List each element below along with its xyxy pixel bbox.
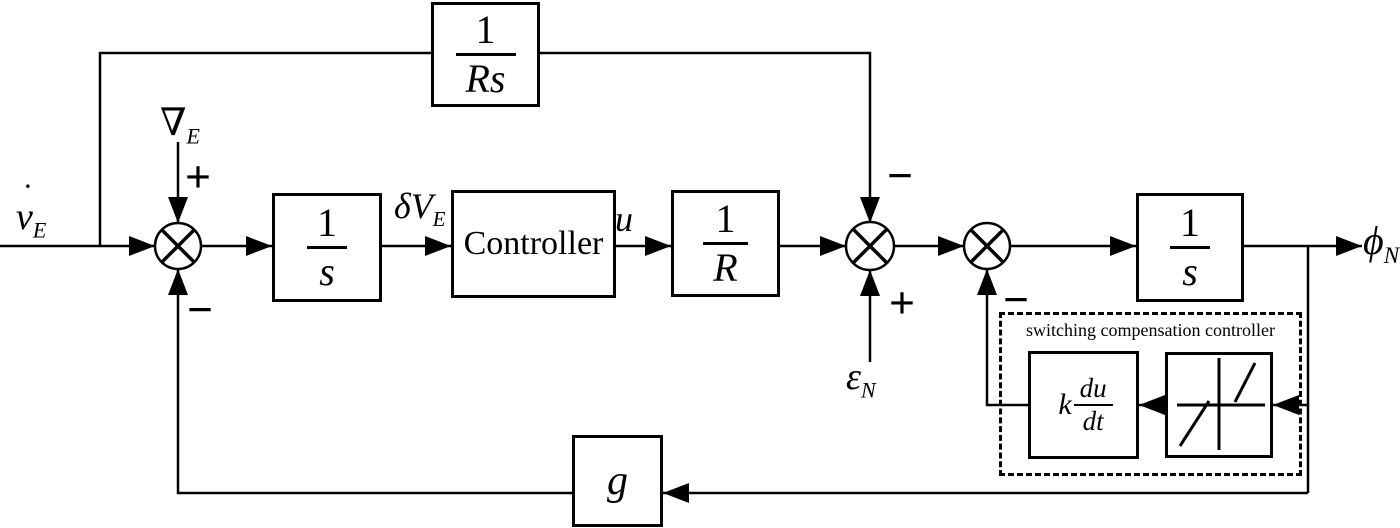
fraction-bar <box>307 246 347 249</box>
fraction-bar <box>703 242 748 245</box>
gain-g-block: g <box>572 435 663 527</box>
rs-feedback-line <box>540 51 880 223</box>
derivative-gain-block: k du dt <box>1028 351 1139 459</box>
delta-v-signal-label: δVE <box>394 186 446 232</box>
fraction-bar <box>1073 404 1113 406</box>
plus-sign-epsilon: + <box>888 277 916 328</box>
gain-1-over-R-block: 1 R <box>671 190 780 297</box>
control-signal-label: u <box>615 199 633 239</box>
fraction-1-over-R: 1 R <box>703 199 748 288</box>
dead-zone-block <box>1165 352 1273 458</box>
compensation-output-line <box>977 269 1028 407</box>
fraction-bar <box>1170 246 1210 249</box>
controller-label: Controller <box>463 225 604 262</box>
gain-g-label: g <box>607 458 628 504</box>
plus-sign-disturbance: + <box>184 151 212 202</box>
disturbance-signal-label: ∇E <box>160 102 201 149</box>
dead-zone-nonlinearity-icon <box>1177 358 1265 450</box>
feedback-1-over-Rs-block: 1 Rs <box>431 2 540 107</box>
junction-1-cross-icon <box>160 228 196 264</box>
overdot-accent: ˙ <box>22 178 34 216</box>
output-signal-label: ϕN <box>1363 218 1400 269</box>
minus-sign-rs-feedback: − <box>886 150 914 201</box>
output-integrator-block: 1 s <box>1136 193 1244 302</box>
k-du-dt-expression: k du dt <box>1058 375 1113 435</box>
input-signal-label: v˙E <box>16 178 47 243</box>
epsilon-signal-label: εN <box>846 356 876 403</box>
minus-sign-input-feedback: − <box>186 284 214 335</box>
fraction-bar <box>455 53 516 56</box>
input-branch-to-rs <box>98 51 431 246</box>
g-output-line <box>168 269 572 495</box>
input-integrator-block: 1 s <box>272 193 382 302</box>
switching-compensation-box <box>999 312 1302 476</box>
fraction-1-over-s: 1 s <box>307 203 347 292</box>
junction-3-cross-icon <box>969 228 1005 264</box>
controller-block: Controller <box>451 190 616 298</box>
minus-sign-compensation: − <box>1002 274 1030 325</box>
fraction-1-over-s: 1 s <box>1170 203 1210 292</box>
switching-compensation-title: switching compensation controller <box>1026 320 1275 340</box>
junction-2-cross-icon <box>851 227 889 265</box>
fraction-1-over-Rs: 1 Rs <box>455 10 516 99</box>
fraction-du-over-dt: du dt <box>1073 375 1113 435</box>
